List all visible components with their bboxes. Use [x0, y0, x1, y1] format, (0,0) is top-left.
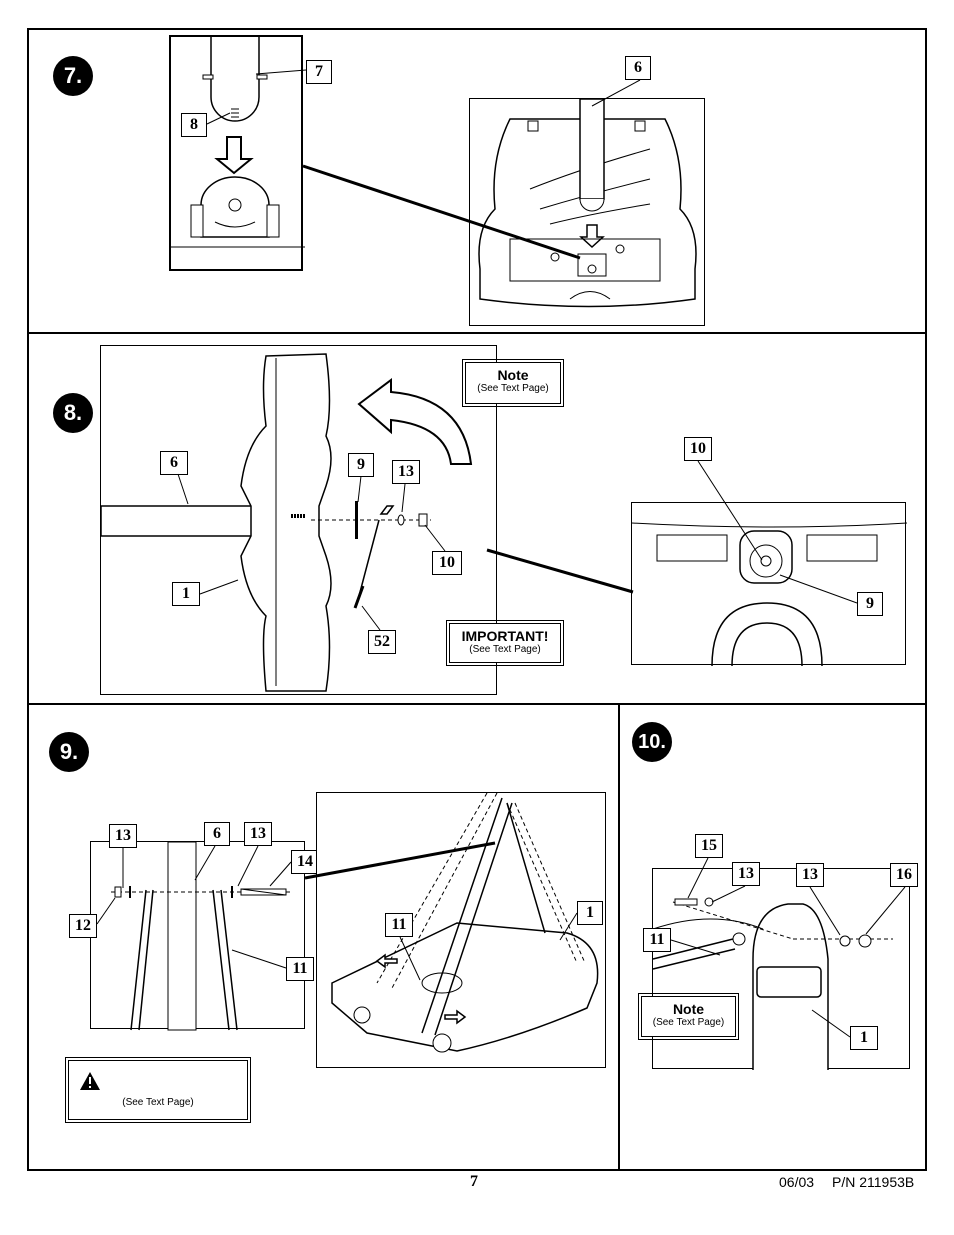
callout-9-part12: 12	[69, 914, 97, 938]
callout-7-part8: 8	[181, 113, 207, 137]
callout-8-part1: 1	[172, 582, 200, 606]
divider-9-10	[618, 703, 620, 1171]
note-step10-subtitle: (See Text Page)	[652, 1017, 725, 1028]
callout-9-part1: 1	[577, 901, 603, 925]
callout-7-part6: 6	[625, 56, 651, 80]
note-step10: Note (See Text Page)	[638, 993, 739, 1040]
step7-leader-lines	[206, 69, 641, 260]
step7-detail-panel	[169, 35, 305, 271]
callout-10-part15: 15	[695, 834, 723, 858]
step10-drawing	[652, 897, 893, 1070]
callout-9-part13b: 13	[244, 822, 272, 846]
step7-detail-drawing	[171, 37, 305, 248]
page-number: 7	[470, 1173, 478, 1190]
callout-10-part13a: 13	[732, 862, 760, 886]
callout-9-part11a: 11	[286, 957, 314, 981]
note-step8-title: Note	[497, 367, 529, 383]
callout-10-part16: 16	[890, 863, 918, 887]
callout-8-detail-part10: 10	[684, 437, 712, 461]
page-frame	[27, 28, 927, 1171]
callout-9-part6: 6	[204, 822, 230, 846]
callout-8-part13: 13	[392, 460, 420, 484]
step9-base-drawing	[331, 792, 599, 1053]
callout-7-part7: 7	[306, 60, 332, 84]
callout-9-part11b: 11	[385, 913, 413, 937]
callout-10-part1: 1	[850, 1026, 878, 1050]
footer-date: 06/03	[779, 1174, 815, 1190]
divider-7-8	[27, 332, 927, 334]
divider-8-9	[27, 703, 927, 705]
callout-8-part52: 52	[368, 630, 396, 654]
step-9-badge: 9.	[49, 732, 89, 772]
note-step10-title: Note	[672, 1001, 705, 1017]
step9-detail-drawing	[111, 841, 291, 1031]
step9-detail-panel	[90, 841, 305, 1031]
step7-base-drawing	[478, 98, 697, 308]
footer-part-number: P/N 211953B	[832, 1174, 915, 1190]
warning-step9: (See Text Page)	[65, 1057, 251, 1123]
callout-8-part10: 10	[432, 551, 462, 575]
note-step8-subtitle: (See Text Page)	[477, 383, 549, 394]
important-step8-title: IMPORTANT!	[461, 628, 549, 644]
callout-8-detail-part9: 9	[857, 592, 883, 616]
step-7-badge: 7.	[53, 56, 93, 96]
step8-leader-lines	[177, 460, 858, 631]
step-8-badge: 8.	[53, 393, 93, 433]
step8-side-drawing	[100, 353, 473, 692]
warning-icon	[80, 1072, 100, 1090]
callout-10-part13b: 13	[796, 863, 824, 887]
callout-9-part13a: 13	[109, 824, 137, 848]
step7-main-panel	[469, 98, 705, 326]
important-step8-subtitle: (See Text Page)	[469, 644, 541, 655]
step10-leader-lines	[670, 857, 906, 1038]
step9-main-panel	[316, 792, 606, 1068]
callout-8-part6: 6	[160, 451, 188, 475]
step8-detail-panel	[631, 502, 908, 667]
step9-leader-lines	[96, 841, 578, 981]
callout-10-part11: 11	[643, 928, 671, 952]
note-step8: Note (See Text Page)	[462, 359, 564, 407]
important-step8: IMPORTANT! (See Text Page)	[446, 620, 564, 666]
callout-8-part9: 9	[348, 453, 374, 477]
step-10-badge: 10.	[632, 722, 672, 762]
warning-step9-subtitle: (See Text Page)	[122, 1097, 194, 1108]
step8-main-panel	[100, 345, 497, 695]
